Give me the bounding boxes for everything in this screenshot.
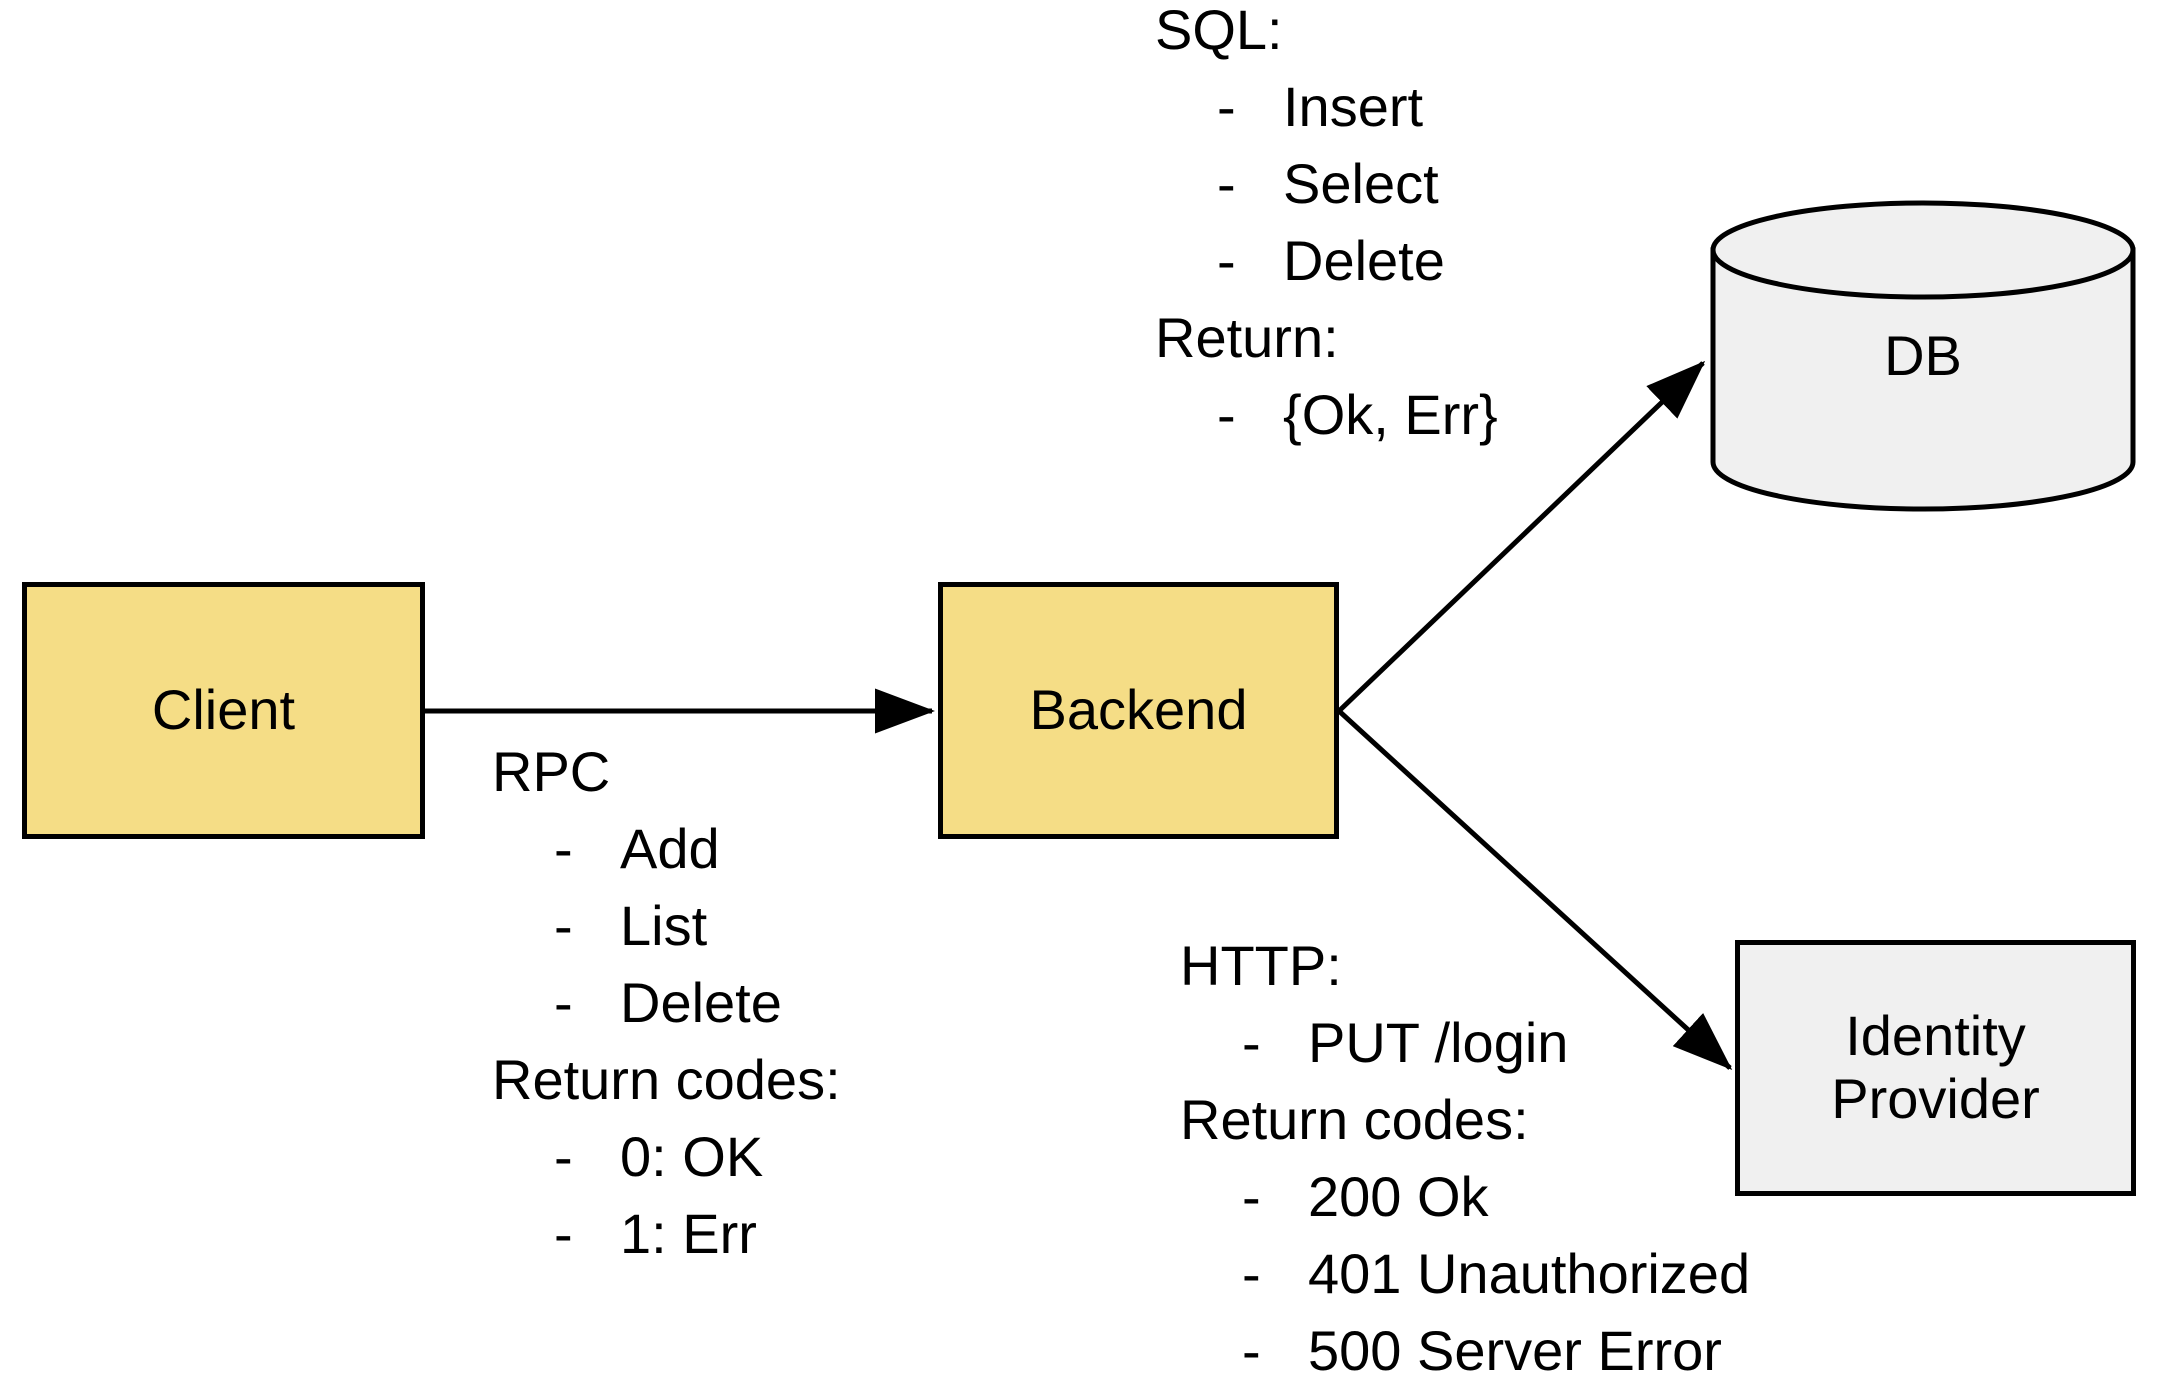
rpc-returns-header: Return codes: xyxy=(492,1048,841,1111)
sql-item: -Delete xyxy=(1155,222,1498,299)
bullet-dash-icon: - xyxy=(1217,383,1236,446)
sql-item-label: Insert xyxy=(1283,75,1424,138)
annotation-http: HTTP: -PUT /login Return codes: -200 Ok … xyxy=(1180,927,1750,1389)
bullet-dash-icon: - xyxy=(1242,1242,1261,1305)
rpc-item: -List xyxy=(492,887,841,964)
rpc-item-label: Delete xyxy=(620,971,782,1034)
annotation-sql: SQL: -Insert -Select -Delete Return: -{O… xyxy=(1155,0,1498,453)
http-returns-header: Return codes: xyxy=(1180,1088,1529,1151)
rpc-item: -Delete xyxy=(492,964,841,1041)
bullet-dash-icon: - xyxy=(554,817,573,880)
sql-return-item: -{Ok, Err} xyxy=(1155,376,1498,453)
node-identity-provider[interactable]: Identity Provider xyxy=(1735,940,2136,1196)
rpc-item-label: Add xyxy=(620,817,720,880)
sql-header: SQL: xyxy=(1155,0,1283,61)
database-cylinder-icon xyxy=(1710,200,2136,512)
bullet-dash-icon: - xyxy=(554,1202,573,1265)
bullet-dash-icon: - xyxy=(1242,1165,1261,1228)
sql-item: -Select xyxy=(1155,145,1498,222)
sql-item-label: Select xyxy=(1283,152,1439,215)
sql-return-label: {Ok, Err} xyxy=(1283,383,1498,446)
http-return-label: 401 Unauthorized xyxy=(1308,1242,1751,1305)
node-identity-provider-label: Identity Provider xyxy=(1831,1004,2040,1130)
bullet-dash-icon: - xyxy=(1242,1011,1261,1074)
bullet-dash-icon: - xyxy=(1242,1319,1261,1382)
http-item-label: PUT /login xyxy=(1308,1011,1569,1074)
rpc-return-item: -1: Err xyxy=(492,1195,841,1272)
sql-item-label: Delete xyxy=(1283,229,1445,292)
node-client-label: Client xyxy=(151,678,296,742)
http-return-item: -200 Ok xyxy=(1180,1158,1750,1235)
rpc-item-label: List xyxy=(620,894,708,957)
annotation-rpc: RPC -Add -List -Delete Return codes: -0:… xyxy=(492,733,841,1272)
bullet-dash-icon: - xyxy=(554,1125,573,1188)
node-db[interactable]: DB xyxy=(1710,200,2136,512)
http-item: -PUT /login xyxy=(1180,1004,1750,1081)
node-backend-label: Backend xyxy=(1029,678,1248,742)
node-backend[interactable]: Backend xyxy=(938,582,1339,839)
node-db-label: DB xyxy=(1884,323,1962,387)
bullet-dash-icon: - xyxy=(1217,75,1236,138)
sql-returns-header: Return: xyxy=(1155,306,1339,369)
http-return-item: -401 Unauthorized xyxy=(1180,1235,1750,1312)
bullet-dash-icon: - xyxy=(1217,152,1236,215)
node-client[interactable]: Client xyxy=(22,582,425,839)
http-return-label: 500 Server Error xyxy=(1308,1319,1722,1382)
rpc-header: RPC xyxy=(492,740,611,803)
bullet-dash-icon: - xyxy=(554,894,573,957)
http-return-item: -500 Server Error xyxy=(1180,1312,1750,1389)
http-header: HTTP: xyxy=(1180,934,1342,997)
rpc-return-label: 0: OK xyxy=(620,1125,764,1188)
sql-item: -Insert xyxy=(1155,68,1498,145)
rpc-item: -Add xyxy=(492,810,841,887)
rpc-return-item: -0: OK xyxy=(492,1118,841,1195)
bullet-dash-icon: - xyxy=(554,971,573,1034)
http-return-label: 200 Ok xyxy=(1308,1165,1489,1228)
bullet-dash-icon: - xyxy=(1217,229,1236,292)
rpc-return-label: 1: Err xyxy=(620,1202,757,1265)
